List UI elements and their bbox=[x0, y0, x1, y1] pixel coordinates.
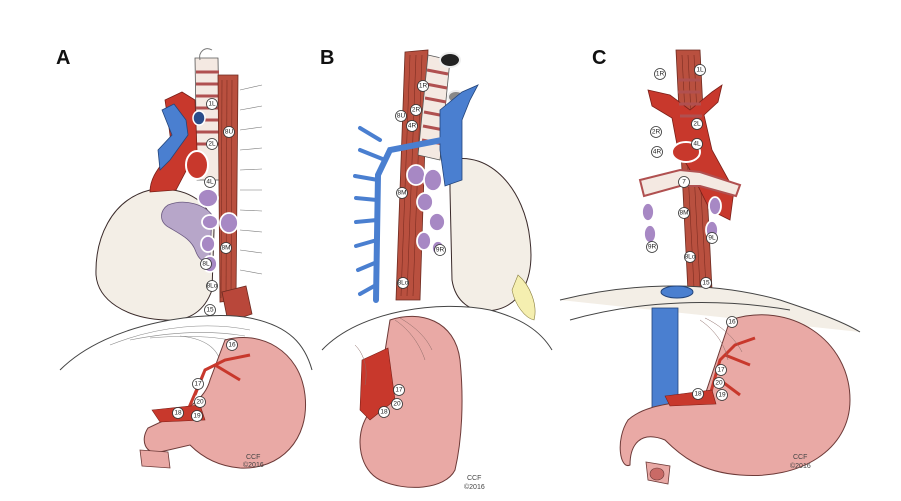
node-label: 1L bbox=[696, 67, 704, 74]
node-label: 20 bbox=[196, 399, 204, 406]
vena-cava-a bbox=[157, 103, 189, 171]
node-label: 19 bbox=[718, 392, 726, 399]
node-label: 8Lo bbox=[685, 254, 696, 261]
rib-lines-a bbox=[239, 84, 263, 275]
panel-b: B bbox=[320, 47, 553, 491]
panel-letter-a: A bbox=[56, 47, 70, 69]
node-label: 18 bbox=[174, 410, 182, 417]
ivc-section-c bbox=[660, 285, 694, 299]
intercostal-veins-b bbox=[353, 126, 387, 296]
aorta-section-a bbox=[185, 150, 209, 180]
node-labels-c: 1R 1L 2R 2L 4R 4L 7 8M 9R 9L 8Lo 15 16 1… bbox=[646, 64, 738, 401]
mediastinal-mass-a bbox=[161, 201, 213, 262]
node-label: 4R bbox=[653, 149, 662, 156]
node-label: 9L bbox=[708, 235, 716, 242]
node-label: 4R bbox=[408, 123, 417, 130]
node-label: 1R bbox=[419, 83, 428, 90]
node-label: 20 bbox=[393, 401, 401, 408]
bronchi-c bbox=[638, 168, 742, 198]
node-label: 16 bbox=[228, 342, 236, 349]
node-label: 15 bbox=[206, 307, 214, 314]
node-label: 2R bbox=[652, 129, 661, 136]
node-label: 18 bbox=[694, 391, 702, 398]
node-label: 18 bbox=[380, 409, 388, 416]
node-label: 4L bbox=[206, 179, 214, 186]
diaphragm-c bbox=[559, 285, 861, 333]
descending-aorta-a bbox=[221, 285, 253, 323]
node-label: 19 bbox=[193, 413, 201, 420]
node-label: 1R bbox=[656, 71, 665, 78]
trachea-c bbox=[678, 78, 702, 118]
node-label: 20 bbox=[715, 380, 723, 387]
panel-c: C bbox=[559, 47, 861, 485]
node-label: 8U bbox=[225, 129, 234, 136]
node-label: 8M bbox=[397, 190, 406, 197]
node-label: 2R bbox=[412, 107, 421, 114]
node-label: 8M bbox=[221, 245, 230, 252]
panel-a: A bbox=[56, 47, 313, 469]
credit-b-line1: CCF bbox=[467, 475, 481, 482]
panel-letter-b: B bbox=[320, 47, 334, 69]
stomach-c bbox=[619, 314, 851, 477]
vessel-section-a bbox=[192, 110, 206, 126]
credit-c-line1: CCF bbox=[793, 454, 807, 461]
node-label: 2L bbox=[208, 141, 216, 148]
node-label: 9R bbox=[648, 244, 657, 251]
node-labels-a: 1L 2L 4L 8U 8M 8L 8Lo 15 16 17 20 18 19 bbox=[172, 98, 238, 422]
credit-b-line2: ©2016 bbox=[464, 483, 485, 491]
credit-c-line2: ©2016 bbox=[790, 462, 811, 470]
node-label: 2L bbox=[693, 121, 701, 128]
node-label: 16 bbox=[728, 319, 736, 326]
azygos-vein-b bbox=[373, 137, 445, 303]
node-label: 8Lo bbox=[207, 283, 218, 290]
credit-a-line2: ©2016 bbox=[243, 461, 264, 469]
node-label: 9R bbox=[436, 247, 445, 254]
vena-cava-b bbox=[439, 84, 479, 187]
node-label: 15 bbox=[702, 280, 710, 287]
lung-b bbox=[449, 158, 532, 312]
node-label: 17 bbox=[717, 367, 725, 374]
node-label: 8Lo bbox=[398, 280, 409, 287]
panel-letter-c: C bbox=[592, 47, 606, 69]
node-label: 8U bbox=[397, 113, 406, 120]
node-label: 4L bbox=[693, 141, 701, 148]
node-label: 8M bbox=[679, 210, 688, 217]
node-label: 7 bbox=[682, 179, 686, 186]
node-label: 17 bbox=[395, 387, 403, 394]
lymph-nodes-a bbox=[197, 188, 239, 273]
credit-a-line1: CCF bbox=[246, 454, 260, 461]
node-labels-b: 1R 2R 4R 8U 8M 9R 8Lo 17 20 18 bbox=[378, 80, 446, 418]
node-label: 8L bbox=[202, 261, 210, 268]
node-label: 17 bbox=[194, 381, 202, 388]
pleura-yellow-b bbox=[511, 274, 536, 321]
node-label: 1L bbox=[208, 101, 216, 108]
